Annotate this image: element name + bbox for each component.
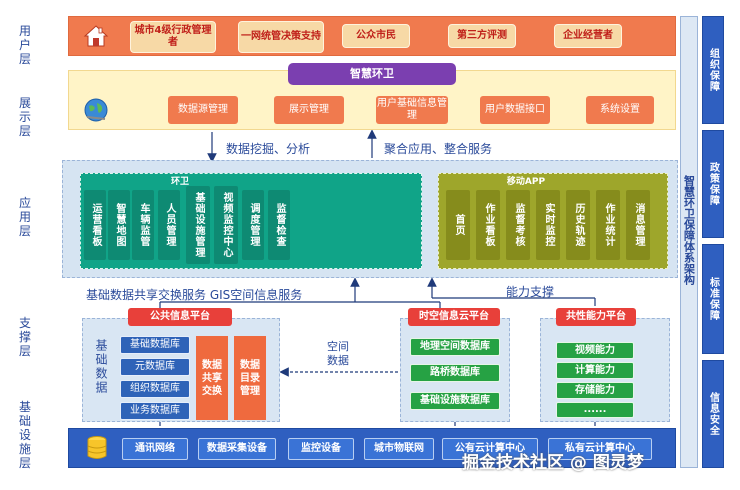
guarantee-organization[interactable]: 组织保障	[702, 16, 724, 124]
display-item-user-api[interactable]: 用户数据接口	[480, 96, 550, 124]
watermark: 掘金技术社区 @ 图灵梦	[462, 453, 644, 473]
env-item-facility[interactable]: 基础设施管理	[186, 186, 210, 264]
db-road-bridge[interactable]: 路桥数据库	[410, 364, 500, 382]
env-item-dispatch[interactable]: 调度管理	[242, 190, 264, 260]
globe-icon	[82, 96, 110, 124]
env-item-vehicle[interactable]: 车辆监管	[132, 190, 154, 260]
data-exchange[interactable]: 数据共享交换	[196, 336, 228, 420]
flow-aggregate: 聚合应用、整合服务	[384, 142, 493, 156]
shared-platform-title: 共性能力平台	[556, 308, 636, 326]
display-item-show-manage[interactable]: 展示管理	[274, 96, 344, 124]
env-item-video-center[interactable]: 视频监控中心	[214, 186, 238, 264]
mobile-module-title: 移动APP	[506, 177, 546, 187]
mobile-item-realtime[interactable]: 实时监控	[536, 190, 560, 260]
cap-video[interactable]: 视频能力	[556, 342, 634, 359]
cap-storage[interactable]: 存储能力	[556, 382, 634, 399]
layer-label-support: 支撑层	[18, 316, 31, 358]
db-meta[interactable]: 元数据库	[120, 358, 190, 376]
base-item-collection[interactable]: 数据采集设备	[198, 438, 276, 460]
mobile-item-stats[interactable]: 作业统计	[596, 190, 620, 260]
flow-capability: 能力支撑	[506, 285, 555, 299]
mobile-item-work-board[interactable]: 作业看板	[476, 190, 500, 260]
mobile-item-track[interactable]: 历史轨迹	[566, 190, 590, 260]
user-item-decision-support[interactable]: 一网统管决策支持	[238, 21, 324, 53]
flow-spatial: 空间数据	[327, 340, 349, 367]
env-item-smart-map[interactable]: 智慧地图	[108, 190, 130, 260]
base-item-private-cloud[interactable]: 私有云计算中心	[548, 438, 652, 460]
mobile-item-assess[interactable]: 监督考核	[506, 190, 530, 260]
mobile-item-home[interactable]: 首页	[446, 190, 470, 260]
guarantee-standard[interactable]: 标准保障	[702, 244, 724, 354]
db-geo-spatial[interactable]: 地理空间数据库	[410, 338, 500, 356]
spatial-platform-title: 时空信息云平台	[408, 308, 500, 326]
env-item-ops-board[interactable]: 运营看板	[84, 190, 106, 260]
base-item-monitor[interactable]: 监控设备	[288, 438, 354, 460]
guarantee-policy[interactable]: 政策保障	[702, 130, 724, 238]
env-item-personnel[interactable]: 人员管理	[158, 190, 180, 260]
system-label: 智慧环卫保障体系架构	[682, 175, 696, 285]
user-item-third-party[interactable]: 第三方评测	[448, 24, 516, 48]
cap-more[interactable]: ......	[556, 402, 634, 418]
user-item-enterprise[interactable]: 企业经营者	[554, 24, 622, 48]
layer-label-base: 基础设施层	[18, 400, 31, 470]
public-platform-title: 公共信息平台	[128, 308, 232, 326]
mobile-item-messages[interactable]: 消息管理	[626, 190, 650, 260]
base-item-public-cloud[interactable]: 公有云计算中心	[442, 438, 538, 460]
display-item-settings[interactable]: 系统设置	[586, 96, 654, 124]
env-module-title: 环卫	[170, 177, 189, 187]
system-column	[680, 16, 698, 468]
db-business[interactable]: 业务数据库	[120, 402, 190, 420]
guarantee-security[interactable]: 信息安全	[702, 360, 724, 468]
db-org[interactable]: 组织数据库	[120, 380, 190, 398]
data-catalog[interactable]: 数据目录管理	[234, 336, 266, 420]
layer-label-application: 应用层	[18, 196, 31, 238]
base-item-network[interactable]: 通讯网络	[122, 438, 188, 460]
public-side-label: 基础数据	[94, 339, 108, 395]
layer-label-display: 展示层	[18, 96, 31, 138]
layer-label-user: 用户层	[18, 24, 31, 66]
db-basic[interactable]: 基础数据库	[120, 336, 190, 354]
flow-basic-share: 基础数据共享交换服务 GIS空间信息服务	[86, 288, 303, 302]
user-item-city-manager[interactable]: 城市4级行政管理者	[130, 21, 216, 53]
home-icon	[82, 22, 110, 50]
display-title: 智慧环卫	[288, 63, 456, 85]
user-item-public[interactable]: 公众市民	[342, 24, 410, 48]
display-item-user-info[interactable]: 用户基础信息管理	[376, 96, 448, 124]
flow-mining: 数据挖掘、分析	[226, 142, 311, 156]
base-item-iot[interactable]: 城市物联网	[364, 438, 434, 460]
database-icon	[84, 434, 110, 462]
db-infrastructure[interactable]: 基础设施数据库	[410, 392, 500, 410]
display-item-datasource[interactable]: 数据源管理	[168, 96, 238, 124]
cap-compute[interactable]: 计算能力	[556, 362, 634, 379]
env-item-inspection[interactable]: 监督检查	[268, 190, 290, 260]
